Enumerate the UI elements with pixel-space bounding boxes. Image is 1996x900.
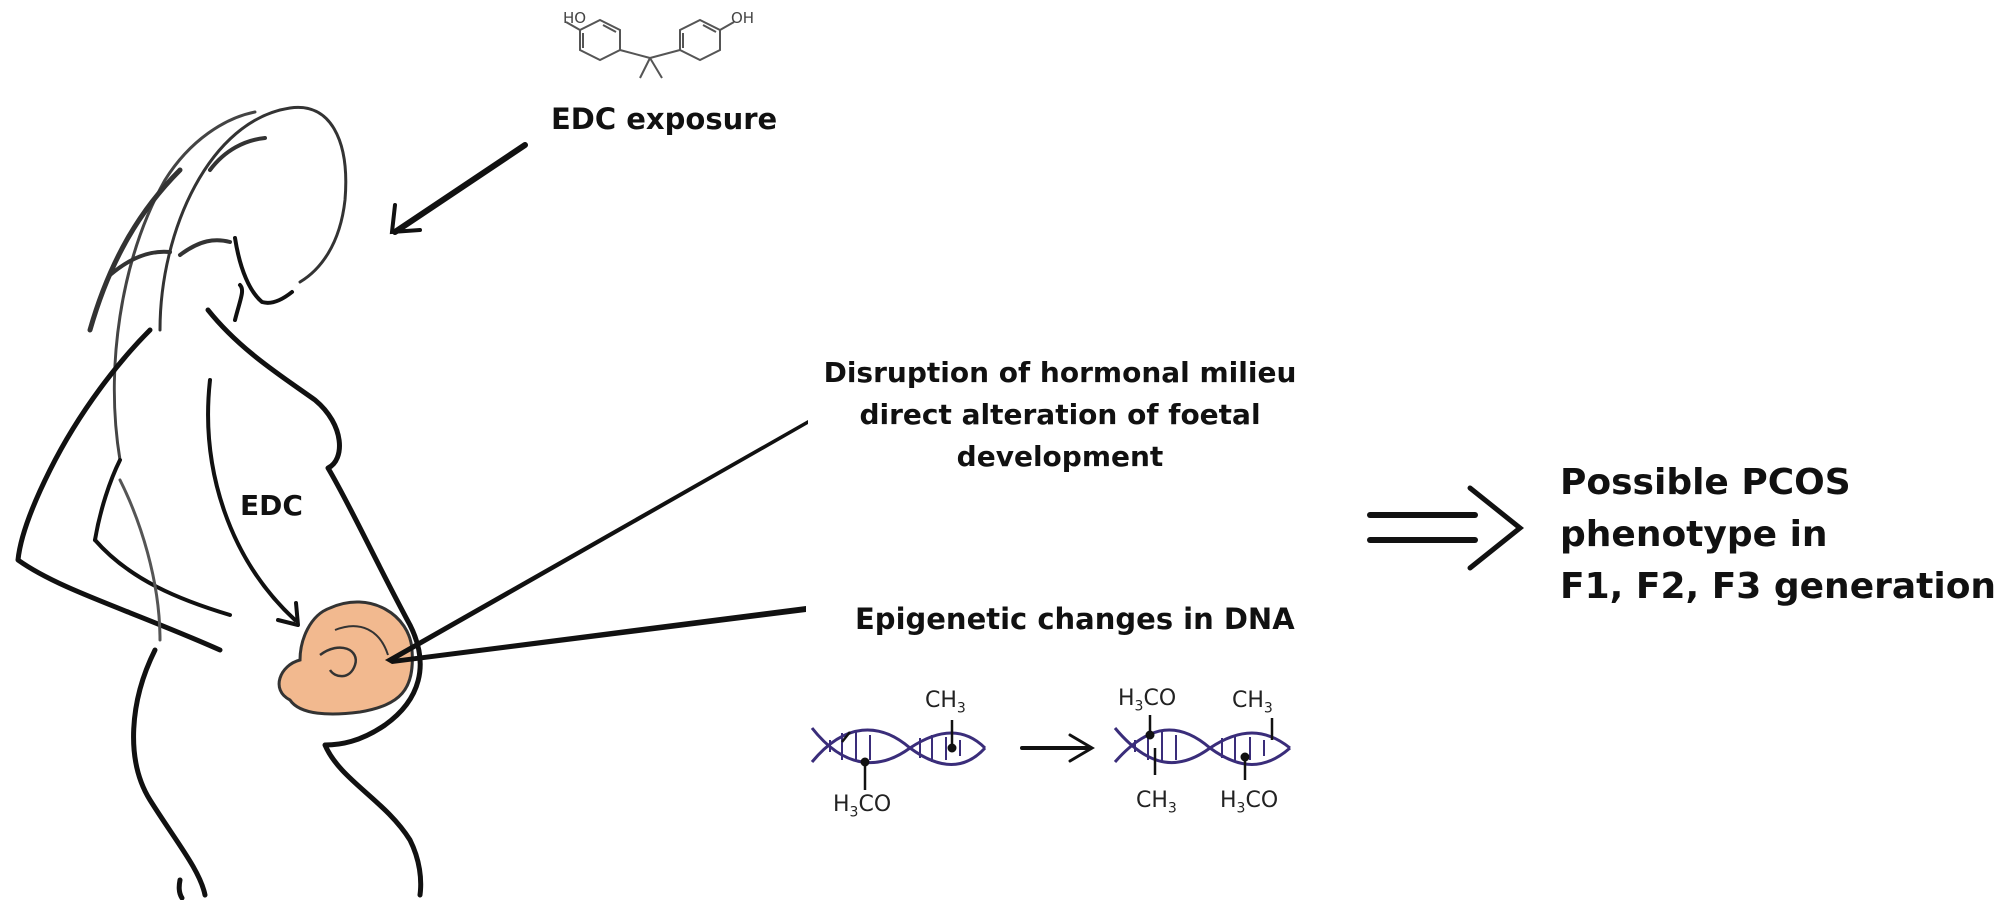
molecule-left-group: HO (563, 9, 587, 27)
disruption-line: Disruption of hormonal milieu (823, 356, 1297, 389)
hair-strand (87, 167, 183, 333)
outcome-label: Possible PCOS phenotype in F1, F2, F3 ge… (1560, 457, 1996, 613)
body-back-outline (15, 327, 223, 653)
outcome-line: phenotype in (1560, 514, 1828, 555)
foetus-icon (277, 600, 414, 716)
dna-after-bottom-left-label: CH3 (1136, 788, 1177, 817)
outcome-line: F1, F2, F3 generation (1560, 566, 1996, 607)
arm-outline (93, 283, 245, 542)
epigenetic-label: Epigenetic changes in DNA (855, 602, 1295, 636)
dna-before-bottom-label: H3CO (833, 792, 892, 821)
edc-label: EDC (240, 489, 303, 522)
disruption-line: direct alteration of foetal (859, 398, 1261, 431)
dna-after-icon (1113, 727, 1291, 766)
dna-after-bottom-right-label: H3CO (1220, 788, 1279, 817)
waist-outline (118, 478, 162, 642)
leg-outline (176, 877, 185, 900)
exposure-arrow (389, 142, 528, 235)
disruption-label: Disruption of hormonal milieu direct alt… (810, 352, 1310, 478)
hair-strand (112, 110, 257, 462)
body-front-outline (205, 307, 424, 898)
dna-after-markers (1145, 715, 1274, 780)
face-outline (233, 236, 294, 305)
dna-before-markers (841, 720, 957, 790)
dna-after-top-right-label: CH3 (1232, 688, 1273, 717)
arrowhead (276, 601, 300, 627)
dna-before-top-label: CH3 (925, 688, 966, 717)
arm-outline (93, 538, 232, 617)
dna-before-icon (810, 727, 987, 766)
dna-after-top-left-label: H3CO (1118, 686, 1177, 715)
bisphenol-molecule-icon (565, 18, 735, 79)
molecule-right-group: OH (731, 9, 755, 27)
leg-outline (131, 647, 208, 898)
hair-outline (158, 105, 348, 332)
disruption-line: development (956, 440, 1164, 473)
outcome-arrow (1367, 485, 1525, 571)
hair-strand (208, 136, 267, 172)
woman-silhouette-icon (15, 105, 424, 900)
edc-internal-arrow (206, 378, 297, 622)
edc-exposure-label: EDC exposure (551, 102, 778, 136)
hair-strand (108, 249, 172, 277)
hair-strand (178, 238, 232, 257)
outcome-line: Possible PCOS (1560, 462, 1851, 503)
callout-pointers (385, 420, 808, 664)
dna-transition-arrow (1020, 733, 1095, 763)
